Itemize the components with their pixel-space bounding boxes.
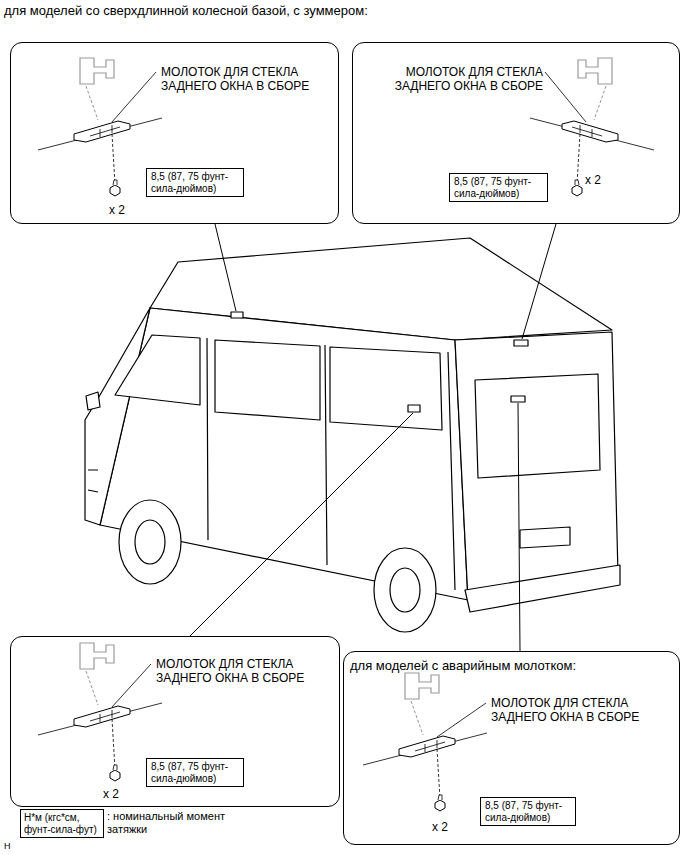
part-name: МОЛОТОК ДЛЯ СТЕКЛА ЗАДНЕГО ОКНА В СБОРЕ: [156, 657, 328, 686]
detail-panel: МОЛОТОК ДЛЯ СТЕКЛА ЗАДНЕГО ОКНА В СБОРЕ x…: [10, 636, 340, 807]
quantity: x 2: [103, 787, 133, 801]
torque-box: 8,5 (87, 75 фунт-сила-дюймов): [146, 758, 244, 787]
unit-key-box: Н*м (кгс*см, фунт-сила-фут): [20, 809, 104, 838]
unit-key: Н*м (кгс*см, фунт-сила-фут): [24, 812, 100, 835]
part-name: МОЛОТОК ДЛЯ СТЕКЛА ЗАДНЕГО ОКНА В СБОРЕ: [161, 65, 331, 94]
part-name: МОЛОТОК ДЛЯ СТЕКЛА ЗАДНЕГО ОКНА В СБОРЕ: [371, 65, 543, 94]
legend-note: : номинальный момент затяжки: [107, 810, 232, 836]
quantity: x 2: [432, 820, 462, 834]
part-name: МОЛОТОК ДЛЯ СТЕКЛА ЗАДНЕГО ОКНА В СБОРЕ: [491, 696, 666, 725]
detail-panel: МОЛОТОК ДЛЯ СТЕКЛА ЗАДНЕГО ОКНА В СБОРЕ x…: [352, 42, 680, 224]
condition-heading: для моделей с аварийным молотком:: [350, 658, 670, 674]
quantity: x 2: [585, 173, 615, 187]
torque-box: 8,5 (87, 75 фунт-сила-дюймов): [146, 168, 244, 197]
quantity: x 2: [109, 203, 139, 217]
torque-value: 8,5 (87, 75 фунт-сила-дюймов): [151, 171, 239, 194]
torque-value: 8,5 (87, 75 фунт-сила-дюймов): [485, 800, 571, 823]
torque-box: 8,5 (87, 75 фунт-сила-дюймов): [480, 797, 576, 826]
diagram-title: для моделей со сверхдлинной колесной баз…: [4, 3, 368, 19]
torque-value: 8,5 (87, 75 фунт-сила-дюймов): [151, 761, 239, 784]
torque-box: 8,5 (87, 75 фунт-сила-дюймов): [449, 173, 548, 202]
detail-panel: МОЛОТОК ДЛЯ СТЕКЛА ЗАДНЕГО ОКНА В СБОРЕ x…: [10, 42, 339, 224]
figure-code: H: [4, 841, 24, 852]
detail-panel: для моделей с аварийным молотком: МОЛОТОК…: [343, 651, 680, 845]
torque-value: 8,5 (87, 75 фунт-сила-дюймов): [454, 176, 543, 199]
